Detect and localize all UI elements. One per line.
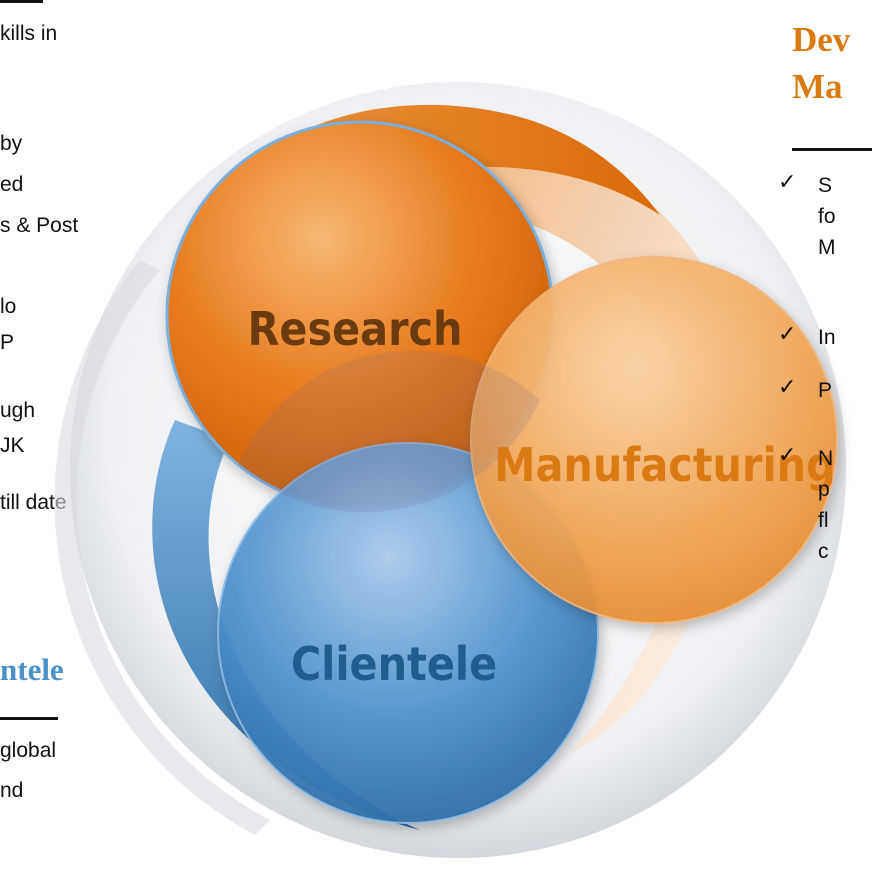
right-rule: [792, 148, 872, 151]
bullet-1: ✓ S fo M: [778, 170, 836, 263]
left-line-1: kills in: [0, 22, 58, 45]
background-swirl-shadow: [54, 260, 270, 835]
bullet-4-line-2: p: [818, 478, 830, 501]
bullet-3: ✓ P: [778, 375, 832, 406]
bullet-1-line-1: S: [818, 174, 833, 197]
left-line-8: JK: [0, 434, 25, 457]
check-icon: ✓: [778, 443, 797, 468]
check-icon: ✓: [778, 375, 797, 400]
top-rule: [0, 0, 43, 3]
left-line-2: by: [0, 132, 23, 155]
bullet-4: ✓ N p fl c: [778, 443, 833, 567]
left-line-7: ugh: [0, 399, 36, 422]
left-line-5: lo: [0, 295, 17, 318]
check-icon: ✓: [778, 322, 797, 347]
research-label: Research: [248, 302, 463, 356]
overlap-tint: [238, 350, 540, 513]
left-line-3: ed: [0, 173, 24, 196]
clientele-rule: [0, 717, 58, 720]
bullet-3-line-1: P: [818, 379, 833, 402]
bullet-4-line-3: fl: [818, 509, 829, 532]
clientele-label: Clientele: [291, 637, 497, 691]
left-line-4: s & Post: [0, 214, 79, 237]
left-bottom-line-2: nd: [0, 779, 24, 802]
bullet-1-line-3: M: [818, 236, 836, 259]
bullet-4-line-1: N: [818, 447, 834, 470]
bullet-2: ✓ In: [778, 322, 836, 353]
bullet-4-line-4: c: [818, 540, 829, 563]
check-icon: ✓: [778, 170, 797, 195]
manufacturing-label: Manufacturing: [494, 438, 835, 492]
clientele-section-heading: ntele: [0, 652, 64, 687]
bullet-2-line-1: In: [818, 326, 836, 349]
left-bottom-line-1: global: [0, 739, 57, 762]
left-line-9: till date: [0, 491, 67, 514]
bullet-1-line-2: fo: [818, 205, 836, 228]
circle-manufacturing: [470, 256, 838, 624]
right-heading-line-2: Ma: [792, 67, 843, 106]
left-text-column: kills in by ed s & Post lo P ugh JK till…: [0, 0, 150, 869]
right-heading-line-1: Dev: [792, 20, 851, 59]
left-line-6: P: [0, 331, 15, 354]
